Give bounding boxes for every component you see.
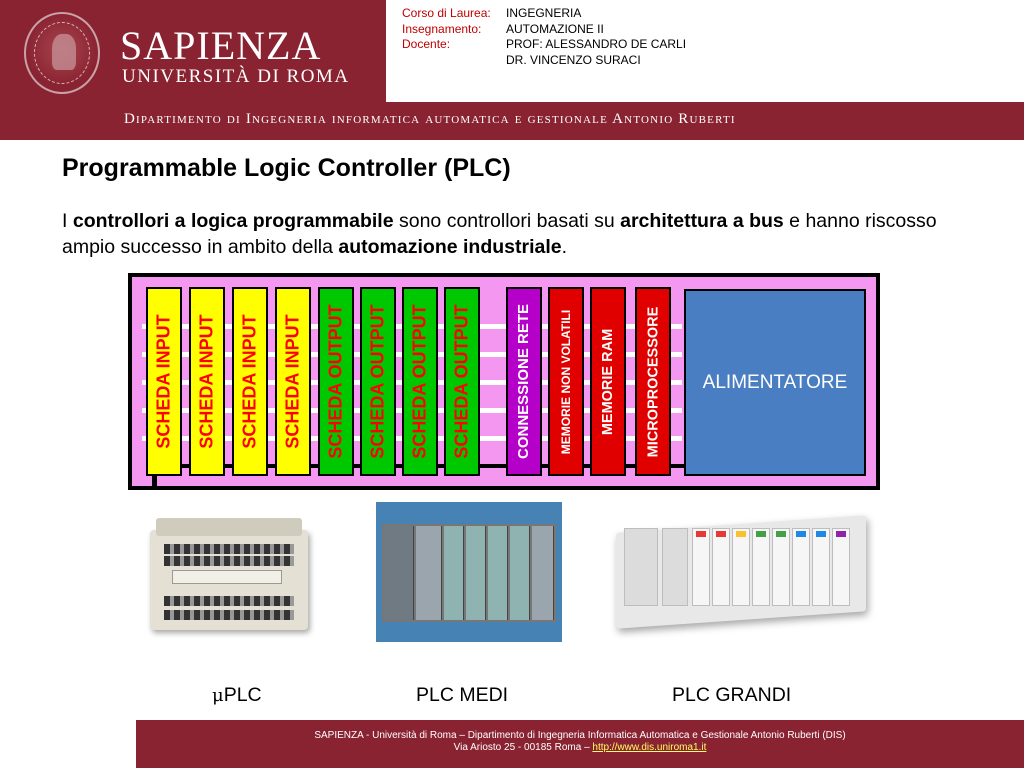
para-text: . bbox=[561, 236, 568, 258]
caption-text: PLC GRANDI bbox=[672, 684, 792, 706]
micro-plc-photo bbox=[150, 518, 308, 632]
card-scheda-output: SCHEDA OUTPUT bbox=[318, 287, 354, 476]
course-info: Corso di Laurea: INGEGNERIA Insegnamento… bbox=[402, 6, 686, 68]
card-label: SCHEDA INPUT bbox=[282, 314, 303, 449]
card-label: MICROPROCESSORE bbox=[645, 306, 662, 457]
card-label: SCHEDA INPUT bbox=[153, 314, 174, 449]
department-name: Dipartimento di Ingegneria informatica a… bbox=[124, 111, 736, 127]
info-key bbox=[402, 53, 506, 69]
medium-plc-photo bbox=[376, 502, 562, 642]
card-scheda-output: SCHEDA OUTPUT bbox=[402, 287, 438, 476]
card-label: CONNESSIONE RETE bbox=[515, 303, 533, 460]
course-info-row: DR. VINCENZO SURACI bbox=[402, 53, 686, 69]
para-text: sono controllori basati su bbox=[393, 210, 621, 232]
caption-large-plc: PLC GRANDI bbox=[672, 684, 791, 707]
bus-connector bbox=[152, 469, 157, 486]
card-label: SCHEDA OUTPUT bbox=[451, 304, 472, 459]
footer-band bbox=[136, 720, 1024, 768]
caption-prefix: μ bbox=[212, 685, 224, 706]
card-memorie-non-volatili: MEMORIE NON VOLATILI bbox=[548, 287, 584, 476]
caption-text: PLC MEDI bbox=[416, 684, 509, 706]
footer-line-2: Via Ariosto 25 - 00185 Roma – http://www… bbox=[136, 742, 1024, 753]
psu-label: ALIMENTATORE bbox=[702, 371, 848, 393]
card-label: SCHEDA OUTPUT bbox=[325, 304, 346, 459]
header-brand-panel: SAPIENZA UNIVERSITÀ DI ROMA bbox=[0, 0, 386, 102]
brand-subtitle: UNIVERSITÀ DI ROMA bbox=[122, 66, 350, 87]
large-plc-photo bbox=[610, 514, 872, 632]
card-scheda-output: SCHEDA OUTPUT bbox=[360, 287, 396, 476]
caption-text: PLC bbox=[223, 684, 262, 706]
footer-link[interactable]: http://www.dis.uniroma1.it bbox=[592, 742, 707, 753]
plc-architecture-diagram: SCHEDA INPUT SCHEDA INPUT SCHEDA INPUT S… bbox=[128, 273, 880, 490]
card-microprocessore: MICROPROCESSORE bbox=[635, 287, 671, 476]
card-connessione-rete: CONNESSIONE RETE bbox=[506, 287, 542, 476]
para-text: e hanno riscosso ampio successo in ambit… bbox=[62, 210, 937, 258]
slide-title: Programmable Logic Controller (PLC) bbox=[62, 154, 511, 182]
slide-paragraph: I controllori a logica programmabile son… bbox=[62, 208, 982, 260]
brand-name: SAPIENZA bbox=[120, 23, 322, 68]
card-scheda-input: SCHEDA INPUT bbox=[232, 287, 268, 476]
course-info-row: Insegnamento: AUTOMAZIONE II bbox=[402, 22, 686, 38]
footer-line-1: SAPIENZA - Università di Roma – Dipartim… bbox=[314, 730, 846, 741]
card-label: SCHEDA INPUT bbox=[196, 314, 217, 449]
university-seal-logo bbox=[24, 12, 100, 94]
para-bold: automazione industriale bbox=[338, 236, 562, 258]
info-value: PROF: ALESSANDRO DE CARLI bbox=[506, 37, 687, 51]
info-value: AUTOMAZIONE II bbox=[506, 21, 604, 36]
department-band bbox=[0, 102, 1024, 140]
footer-address: Via Ariosto 25 - 00185 Roma – bbox=[453, 742, 593, 753]
plc-backplane: SCHEDA INPUT SCHEDA INPUT SCHEDA INPUT S… bbox=[132, 277, 876, 486]
course-info-row: Corso di Laurea: INGEGNERIA bbox=[402, 6, 686, 22]
card-scheda-input: SCHEDA INPUT bbox=[146, 287, 182, 476]
info-value: DR. VINCENZO SURACI bbox=[506, 52, 641, 67]
para-bold: controllori a logica programmabile bbox=[72, 210, 394, 232]
info-key: Corso di Laurea: bbox=[402, 6, 491, 20]
card-scheda-input: SCHEDA INPUT bbox=[275, 287, 311, 476]
card-label: SCHEDA OUTPUT bbox=[367, 304, 388, 459]
card-memorie-ram: MEMORIE RAM bbox=[590, 287, 626, 476]
card-scheda-input: SCHEDA INPUT bbox=[189, 287, 225, 476]
info-key: Docente: bbox=[402, 37, 451, 51]
power-supply-block: ALIMENTATORE bbox=[684, 289, 866, 476]
para-bold: architettura a bus bbox=[620, 210, 784, 232]
card-label: MEMORIE RAM bbox=[600, 328, 616, 435]
info-key: Insegnamento: bbox=[402, 21, 482, 36]
card-scheda-output: SCHEDA OUTPUT bbox=[444, 287, 480, 476]
info-value: INGEGNERIA bbox=[506, 6, 582, 20]
course-info-row: Docente: PROF: ALESSANDRO DE CARLI bbox=[402, 37, 686, 53]
para-text: I bbox=[62, 210, 73, 232]
card-label: SCHEDA OUTPUT bbox=[409, 304, 430, 459]
card-label: MEMORIE NON VOLATILI bbox=[559, 309, 574, 454]
caption-micro-plc: μPLC bbox=[212, 684, 262, 707]
card-label: SCHEDA INPUT bbox=[239, 314, 260, 449]
caption-medium-plc: PLC MEDI bbox=[416, 684, 508, 707]
